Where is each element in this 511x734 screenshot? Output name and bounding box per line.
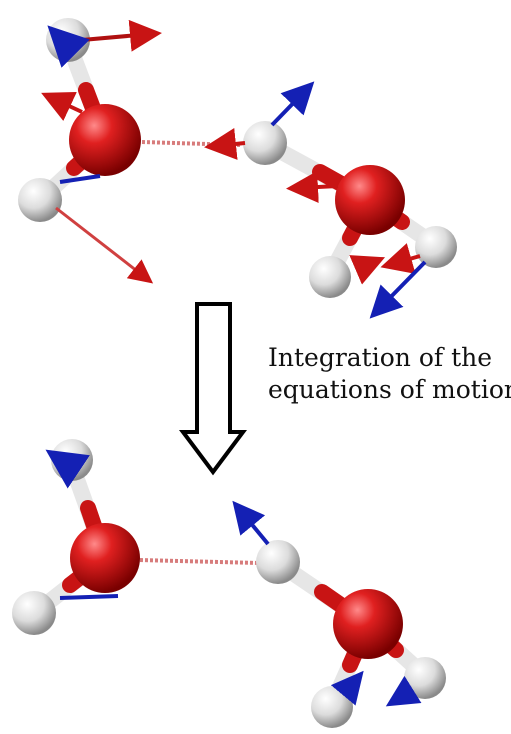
force-arrow: [204, 128, 246, 160]
hydrogen-atom: [309, 256, 351, 298]
oxygen-atom: [69, 104, 141, 176]
water-molecule-left-final: [12, 439, 140, 635]
vectors-initial: [41, 19, 427, 319]
hydrogen-atom: [256, 540, 300, 584]
caption-line-2: equations of motion: [268, 375, 511, 404]
velocity-arrow: [59, 174, 101, 184]
water-molecule-right-initial: [243, 121, 457, 298]
force-arrow: [349, 255, 386, 285]
velocity-arrow: [369, 260, 427, 319]
hydrogen-atom: [18, 178, 62, 222]
water-molecule-right-final: [256, 540, 446, 728]
oxygen-atom: [70, 523, 140, 593]
oxygen-atom: [333, 589, 403, 659]
hydrogen-atom: [12, 591, 56, 635]
oxygen-atom: [335, 165, 405, 235]
force-arrow: [55, 206, 154, 284]
hydrogen-bond: [139, 558, 259, 565]
velocity-arrow: [330, 670, 364, 706]
hydrogen-atom: [243, 121, 287, 165]
caption-line-1: Integration of the: [268, 343, 493, 372]
velocity-arrow: [232, 500, 270, 546]
velocity-arrow: [47, 25, 90, 68]
velocity-arrow: [59, 594, 119, 600]
force-arrow: [41, 91, 83, 121]
velocity-arrow: [385, 675, 422, 707]
down-arrow-icon: [179, 302, 247, 476]
integrated-state: [12, 439, 446, 728]
velocity-arrow: [45, 449, 90, 489]
initial-state: [18, 18, 457, 319]
hydrogen-atom: [415, 226, 457, 268]
force-arrow: [380, 243, 421, 274]
water-molecule-left-initial: [18, 18, 141, 222]
process-caption: Integration of the equations of motion: [268, 342, 511, 406]
force-arrow: [81, 19, 162, 52]
velocity-arrow: [270, 81, 315, 127]
vectors-final: [45, 449, 422, 707]
force-arrow: [286, 171, 339, 203]
